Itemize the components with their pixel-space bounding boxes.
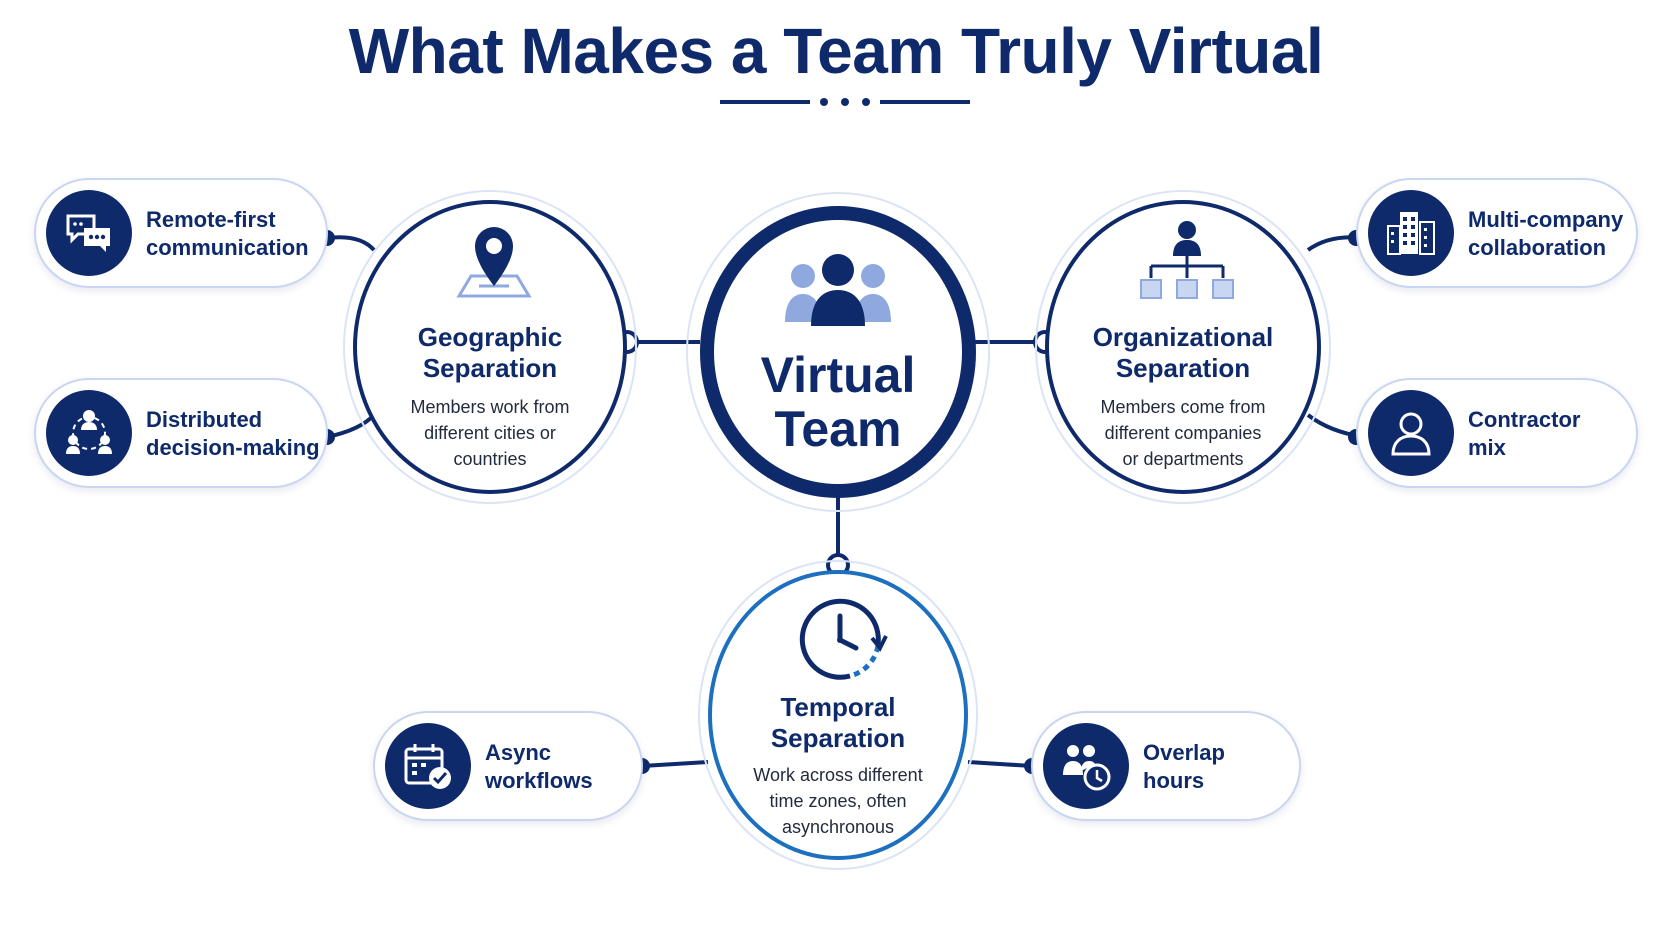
people-clock-icon bbox=[1063, 745, 1111, 791]
person-outline-icon bbox=[1391, 412, 1431, 456]
geographic-separation-node: Geographic Separation Members work from … bbox=[343, 190, 637, 504]
organizational-separation-node: Organizational Separation Members come f… bbox=[1035, 190, 1331, 504]
calendar-check-icon bbox=[404, 744, 451, 789]
organizational-heading-line1: Organizational bbox=[1092, 322, 1274, 352]
remote-first-pill: Remote-first communication bbox=[34, 178, 328, 288]
title-divider bbox=[720, 98, 970, 106]
office-buildings-icon bbox=[1387, 212, 1435, 255]
async-workflows-pill: Async workflows bbox=[373, 711, 643, 821]
geographic-desc-line3: countries bbox=[453, 449, 527, 469]
multi-company-label-line2: collaboration bbox=[1468, 235, 1607, 260]
team-people-icon bbox=[785, 254, 891, 326]
geographic-halo bbox=[343, 190, 637, 504]
remote-first-label-line1: Remote-first bbox=[146, 207, 276, 232]
temporal-separation-node: Temporal Separation Work across differen… bbox=[698, 560, 978, 870]
distributed-decision-badge bbox=[46, 390, 132, 476]
overlap-label-line2: hours bbox=[1143, 768, 1205, 793]
contractor-mix-pill: Contractor mix bbox=[1356, 378, 1638, 488]
organizational-halo bbox=[1035, 190, 1331, 504]
group-network-icon bbox=[66, 410, 112, 454]
remote-first-label-line2: communication bbox=[146, 235, 309, 260]
contractor-label-line2: mix bbox=[1468, 435, 1506, 460]
remote-first-badge bbox=[46, 190, 132, 276]
multi-company-label-line1: Multi-company bbox=[1468, 207, 1624, 232]
chat-bubbles-icon bbox=[66, 214, 110, 252]
overlap-hours-badge bbox=[1043, 723, 1129, 809]
organizational-desc-line3: or departments bbox=[1122, 449, 1244, 469]
multi-company-pill: Multi-company collaboration bbox=[1356, 178, 1638, 288]
async-label-line2: workflows bbox=[485, 768, 593, 793]
distributed-decision-pill: Distributed decision-making bbox=[34, 378, 328, 488]
map-pin-icon bbox=[456, 227, 532, 298]
page-title: What Makes a Team Truly Virtual bbox=[348, 15, 1324, 87]
virtual-team-node: Virtual Team bbox=[686, 192, 990, 512]
overlap-hours-pill: Overlap hours bbox=[1031, 711, 1301, 821]
geographic-heading-line1: Geographic bbox=[417, 322, 563, 352]
temporal-heading-line2: Separation bbox=[770, 723, 906, 753]
multi-company-badge bbox=[1368, 190, 1454, 276]
org-chart-icon bbox=[1140, 221, 1234, 299]
virtual-team-halo bbox=[686, 192, 990, 512]
async-workflows-badge bbox=[385, 723, 471, 809]
organizational-heading-line2: Separation bbox=[1115, 353, 1251, 383]
geographic-heading-line2: Separation bbox=[422, 353, 558, 383]
center-title-line2: Team bbox=[774, 401, 902, 457]
temporal-heading-line1: Temporal bbox=[780, 692, 896, 722]
temporal-desc-line2: time zones, often bbox=[769, 791, 907, 811]
contractor-label-line1: Contractor bbox=[1468, 407, 1581, 432]
clock-icon bbox=[799, 598, 888, 680]
contractor-mix-badge bbox=[1368, 390, 1454, 476]
temporal-halo bbox=[698, 560, 978, 870]
geographic-desc-line1: Members work from bbox=[410, 397, 570, 417]
overlap-label-line1: Overlap bbox=[1143, 740, 1225, 765]
temporal-desc-line1: Work across different bbox=[753, 765, 923, 785]
distributed-label-line1: Distributed bbox=[146, 407, 263, 432]
geographic-desc-line2: different cities or bbox=[424, 423, 556, 443]
center-title-line1: Virtual bbox=[760, 347, 916, 403]
organizational-desc-line2: different companies bbox=[1104, 423, 1262, 443]
organizational-desc-line1: Members come from bbox=[1100, 397, 1266, 417]
distributed-label-line2: decision-making bbox=[146, 435, 320, 460]
async-label-line1: Async bbox=[485, 740, 552, 765]
temporal-desc-line3: asynchronous bbox=[781, 817, 895, 837]
